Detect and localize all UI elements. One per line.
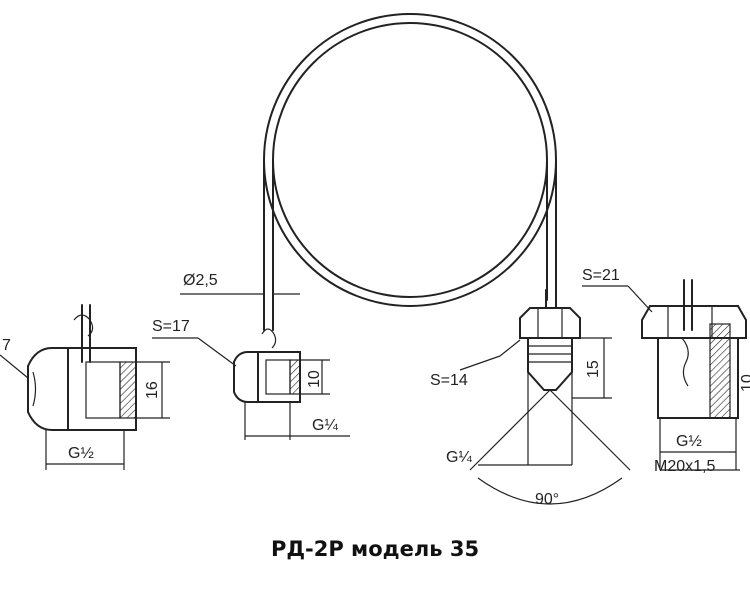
fitting-m20-right	[582, 279, 747, 471]
fitting-g-half-left	[0, 304, 170, 470]
label-dim-right-partial: 10	[739, 374, 750, 392]
fitting-g-quarter-cone	[459, 289, 631, 505]
label-g-half-left: G½	[68, 445, 94, 462]
label-s21: S=21	[582, 267, 620, 284]
label-g-quarter-small: G¼	[312, 417, 338, 434]
label-m20x1-5: M20x1,5	[654, 458, 715, 475]
fitting-g-quarter-small	[152, 293, 350, 440]
label-g-half-right: G½	[676, 433, 702, 450]
label-dim-16: 16	[144, 381, 161, 399]
capillary-tube	[263, 13, 557, 331]
label-s-partial: 7	[2, 337, 11, 354]
label-angle-90: 90°	[535, 491, 559, 508]
label-g-quarter-cone: G¼	[446, 449, 472, 466]
label-s17: S=17	[152, 318, 190, 335]
label-dim-10: 10	[306, 370, 323, 388]
label-diameter-2-5: Ø2,5	[183, 272, 218, 289]
model-caption: РД-2Р модель 35	[270, 537, 480, 561]
label-dim-15: 15	[585, 360, 602, 378]
label-s14: S=14	[430, 372, 468, 389]
